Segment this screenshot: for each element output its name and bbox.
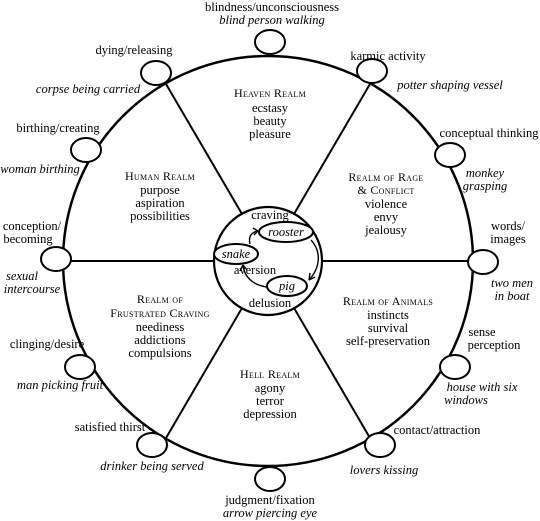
hub-arrow-right-head [308, 272, 316, 281]
hell-item-1: agony [255, 381, 286, 395]
human-realm-title: Human Realm [125, 169, 195, 183]
animals-item-1: instincts [367, 308, 409, 322]
link-satisfied-image: drinker being served [100, 459, 204, 473]
link-dying-label: dying/releasing [95, 43, 173, 57]
link-judgment-image: arrow piercing eye [223, 506, 318, 520]
hub-arrow-right [308, 239, 319, 281]
animals-item-3: self-preservation [346, 334, 431, 348]
craving-item-3: compulsions [128, 346, 191, 360]
link-birthing-label: birthing/creating [16, 121, 100, 135]
link-node-sense [439, 354, 471, 380]
spoke-top-right [293, 83, 371, 215]
link-conception-image-1: sexual [6, 269, 38, 283]
hub-arrow-bottom [242, 264, 268, 288]
link-judgment-label: judgment/fixation [224, 493, 315, 507]
link-blindness-image: blind person walking [219, 13, 325, 27]
hub-arrow-bottom-head [239, 264, 248, 272]
spoke-top-left [165, 83, 243, 215]
link-words-label-2: images [490, 232, 526, 246]
heaven-item-2: beauty [253, 114, 287, 128]
link-clinging-label: clinging/desire [10, 337, 85, 351]
rage-realm-title-1: Realm of Rage [348, 170, 423, 184]
link-node-judgment [254, 466, 286, 492]
spoke-bottom-left [165, 307, 243, 439]
link-sense-label-2: perception [468, 338, 522, 352]
link-node-clinging [64, 354, 96, 380]
link-karmic-image: potter shaping vessel [396, 78, 503, 92]
hell-realm-title: Hell Realm [240, 367, 300, 381]
link-words-label-1: words/ [491, 219, 526, 233]
hub-delusion-label: delusion [249, 296, 292, 310]
pig-ellipse [266, 275, 308, 297]
link-conceptual-image-1: monkey [466, 166, 505, 180]
rage-realm-title-2: & Conflict [357, 183, 414, 197]
heaven-item-3: pleasure [249, 127, 291, 141]
link-node-conceptual [434, 142, 466, 168]
hell-item-2: terror [256, 394, 285, 408]
hub-rooster-label: rooster [268, 225, 304, 239]
link-node-words [467, 249, 499, 275]
link-clinging-image: man picking fruit [17, 378, 104, 392]
link-contact-image: lovers kissing [350, 463, 418, 477]
link-node-birthing [70, 137, 102, 163]
link-birthing-image: woman birthing [0, 162, 80, 176]
hub-snake-label: snake [222, 247, 251, 261]
hub-arrow-left [248, 230, 259, 245]
rage-item-3: jealousy [364, 223, 407, 237]
human-item-2: aspiration [135, 196, 185, 210]
link-node-karmic [356, 58, 388, 84]
craving-item-1: neediness [136, 320, 185, 334]
human-item-3: possibilities [130, 209, 190, 223]
human-item-1: purpose [140, 183, 180, 197]
heaven-realm-title: Heaven Realm [234, 86, 306, 100]
snake-ellipse [213, 243, 259, 265]
link-node-blindness [254, 29, 286, 55]
link-sense-label-1: sense [468, 325, 496, 339]
link-node-contact [364, 432, 396, 458]
link-words-image-1: two men [491, 276, 533, 290]
link-conceptual-label: conceptual thinking [440, 126, 540, 140]
hub-craving-label: craving [251, 208, 289, 222]
link-conception-image-2: intercourse [4, 282, 61, 296]
animals-realm-title: Realm of Animals [343, 294, 433, 308]
link-sense-image-1: house with six [447, 380, 518, 394]
hub-aversion-label: aversion [234, 263, 277, 277]
link-dying-image: corpse being carried [36, 82, 141, 96]
link-node-conception [40, 246, 72, 272]
hub-arrow-left-head [252, 227, 259, 236]
link-node-satisfied [136, 432, 168, 458]
link-sense-image-2: windows [444, 393, 488, 407]
rage-item-2: envy [374, 210, 399, 224]
hub-pig-label: pig [278, 279, 295, 293]
rage-item-1: violence [365, 197, 408, 211]
spoke-bottom-right [293, 307, 371, 439]
link-conception-label-1: conception/ [3, 219, 62, 233]
hell-item-3: depression [243, 407, 297, 421]
craving-item-2: addictions [134, 333, 186, 347]
link-satisfied-label: satisfied thirst [75, 420, 146, 434]
link-karmic-label: karmic activity [350, 49, 426, 63]
craving-realm-title-2: Frustrated Craving [110, 306, 209, 320]
craving-realm-title-1: Realm of [137, 292, 184, 306]
animals-item-2: survival [368, 321, 409, 335]
link-words-image-2: in boat [494, 289, 530, 303]
link-conception-label-2: becoming [3, 232, 53, 246]
heaven-item-1: ecstasy [252, 101, 289, 115]
rooster-ellipse [258, 221, 314, 243]
link-node-dying [140, 60, 172, 86]
link-blindness-label: blindness/unconsciousness [205, 0, 339, 14]
link-conceptual-image-2: grasping [463, 179, 507, 193]
link-contact-label: contact/attraction [394, 423, 482, 437]
